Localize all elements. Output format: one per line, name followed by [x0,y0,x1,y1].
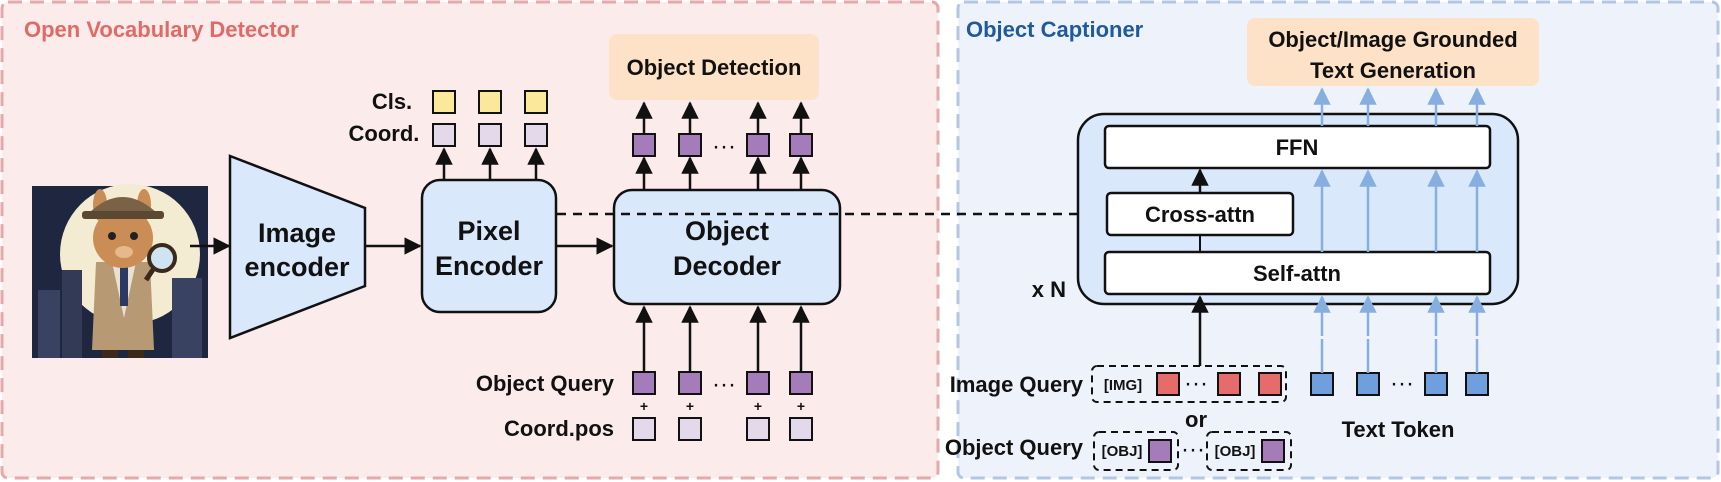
object-query-cap-token [1148,439,1172,463]
object-query-token [789,371,813,395]
x-n-label: x N [1032,277,1066,302]
object-query-group-1 [1093,431,1179,471]
image-query-token [1217,372,1241,396]
coord-label: Coord. [349,121,420,146]
coord-pos-token [789,417,813,441]
cls-token [432,90,456,114]
coord-token [478,123,502,147]
llama-detective-icon [32,184,208,358]
image-query-token [1156,372,1180,396]
coord-pos-token [746,417,770,441]
coord-pos-label: Coord.pos [504,416,614,441]
plus-sign: + [797,398,805,414]
text-token [1356,372,1380,396]
ffn-block [1103,124,1492,170]
ellipsis: ··· [1184,370,1208,397]
pixel-encoder-label-2: Encoder [435,251,544,281]
captioner-title: Object Captioner [966,17,1144,42]
ellipsis: ··· [1181,436,1205,463]
text-token [1310,372,1334,396]
or-label: or [1185,407,1207,432]
image-query-label: Image Query [950,372,1084,397]
object-detection-output [609,34,819,100]
pixel-encoder-label-1: Pixel [457,216,520,246]
object-query-group-2 [1206,431,1292,471]
object-decoder-label-1: Object [685,216,769,246]
img-token-label: [IMG] [1104,377,1142,394]
coord-token [432,123,456,147]
query-output-token [632,133,656,157]
text-token [1465,372,1489,396]
object-query-cap-label: Object Query [945,435,1084,460]
plus-sign: + [686,398,694,414]
cross-attn-label: Cross-attn [1145,202,1255,227]
ellipsis: ··· [1390,370,1414,397]
query-output-token [678,133,702,157]
pixel-encoder-block [420,178,558,314]
ffn-label: FFN [1276,135,1319,160]
text-token [1424,372,1448,396]
object-query-token [746,371,770,395]
coord-pos-token [678,417,702,441]
self-attn-block [1103,250,1492,296]
cls-token [524,90,548,114]
image-query-token [1258,372,1282,396]
object-query-token [632,371,656,395]
image-encoder-label-1: Image [258,218,336,248]
object-query-token [678,371,702,395]
image-encoder-block [228,154,367,340]
object-query-label: Object Query [476,371,615,396]
text-generation-output [1247,18,1539,86]
plus-sign: + [754,398,762,414]
text-token-label: Text Token [1342,417,1455,442]
detector-title: Open Vocabulary Detector [24,17,299,42]
ellipsis: ··· [712,371,736,398]
coord-token [524,123,548,147]
text-generation-label-2: Text Generation [1310,58,1476,83]
cls-label: Cls. [372,89,412,114]
object-detection-label: Object Detection [627,55,802,80]
object-decoder-label-2: Decoder [673,251,782,281]
image-query-group [1091,365,1287,403]
ellipsis: ··· [712,133,736,160]
cls-token [478,90,502,114]
object-query-cap-token [1261,439,1285,463]
self-attn-label: Self-attn [1253,261,1341,286]
obj-token-label: [OBJ] [1102,443,1143,460]
query-output-token [746,133,770,157]
plus-sign: + [640,398,648,414]
coord-pos-token [632,417,656,441]
image-encoder-label-2: encoder [244,252,350,282]
query-output-token [789,133,813,157]
text-generation-label-1: Object/Image Grounded [1268,27,1517,52]
object-decoder-block [612,188,842,306]
obj-token-label: [OBJ] [1215,443,1256,460]
